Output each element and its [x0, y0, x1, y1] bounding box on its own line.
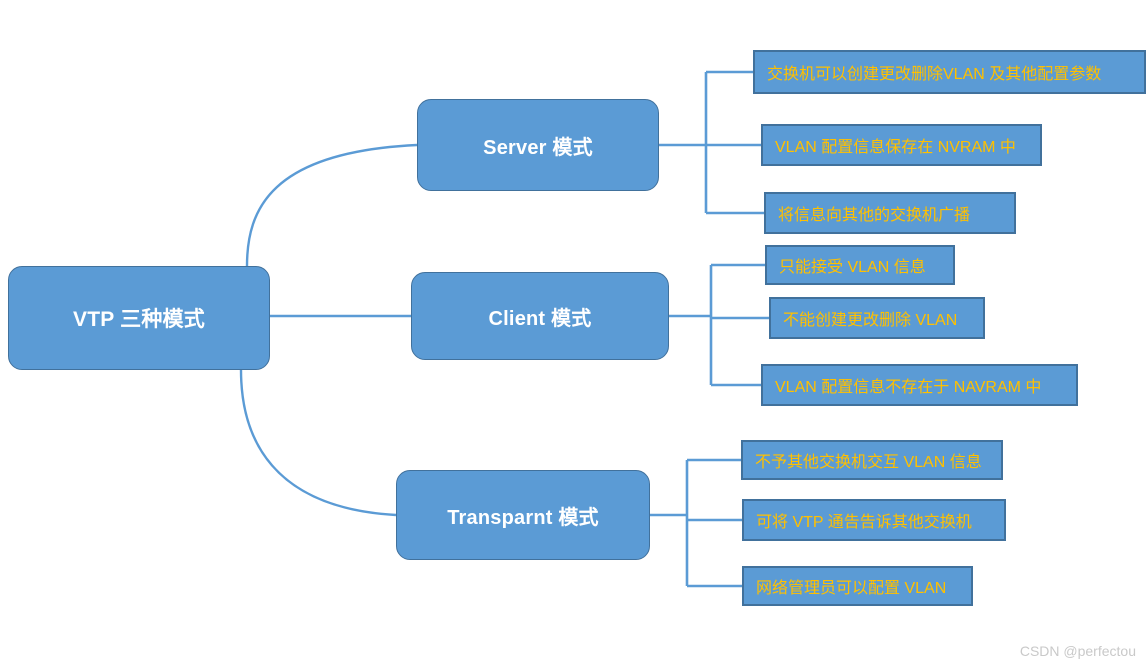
leaf-client-1[interactable]: 只能接受 VLAN 信息 [765, 245, 955, 285]
leaf-client-3[interactable]: VLAN 配置信息不存在于 NAVRAM 中 [761, 364, 1078, 406]
leaf-server-3[interactable]: 将信息向其他的交换机广播 [764, 192, 1016, 234]
leaf-server-2-label: VLAN 配置信息保存在 NVRAM 中 [775, 139, 1016, 156]
branch-node-transparent-label: Transparnt 模式 [447, 506, 599, 529]
leaf-server-2[interactable]: VLAN 配置信息保存在 NVRAM 中 [761, 124, 1042, 166]
leaf-server-1-label: 交换机可以创建更改删除VLAN 及其他配置参数 [767, 66, 1102, 83]
leaf-server-3-label: 将信息向其他的交换机广播 [778, 207, 971, 224]
leaf-client-2[interactable]: 不能创建更改删除 VLAN [769, 297, 985, 339]
watermark-label: CSDN @perfectou [1019, 643, 1136, 659]
branch-node-client[interactable]: Client 模式 [411, 272, 669, 360]
leaf-transparent-1-label: 不予其他交换机交互 VLAN 信息 [755, 454, 982, 471]
branch-node-server[interactable]: Server 模式 [417, 99, 659, 191]
branch-node-server-label: Server 模式 [483, 136, 593, 159]
leaf-client-1-label: 只能接受 VLAN 信息 [779, 259, 926, 276]
branch-node-client-label: Client 模式 [488, 307, 592, 330]
leaf-client-3-label: VLAN 配置信息不存在于 NAVRAM 中 [775, 379, 1042, 396]
root-node-vtp-modes[interactable]: VTP 三种模式 [8, 266, 270, 370]
leaf-transparent-3[interactable]: 网络管理员可以配置 VLAN [742, 566, 973, 606]
leaf-transparent-2[interactable]: 可将 VTP 通告告诉其他交换机 [742, 499, 1006, 541]
root-node-label: VTP 三种模式 [73, 308, 205, 331]
leaf-transparent-1[interactable]: 不予其他交换机交互 VLAN 信息 [741, 440, 1003, 480]
leaf-client-2-label: 不能创建更改删除 VLAN [783, 312, 958, 329]
connector-root-to-transparent [239, 369, 397, 517]
leaf-server-1[interactable]: 交换机可以创建更改删除VLAN 及其他配置参数 [753, 50, 1146, 94]
branch-node-transparent[interactable]: Transparnt 模式 [396, 470, 650, 560]
leaf-transparent-3-label: 网络管理员可以配置 VLAN [756, 580, 947, 597]
connector-root-to-server [245, 143, 418, 267]
leaf-transparent-2-label: 可将 VTP 通告告诉其他交换机 [756, 514, 972, 531]
